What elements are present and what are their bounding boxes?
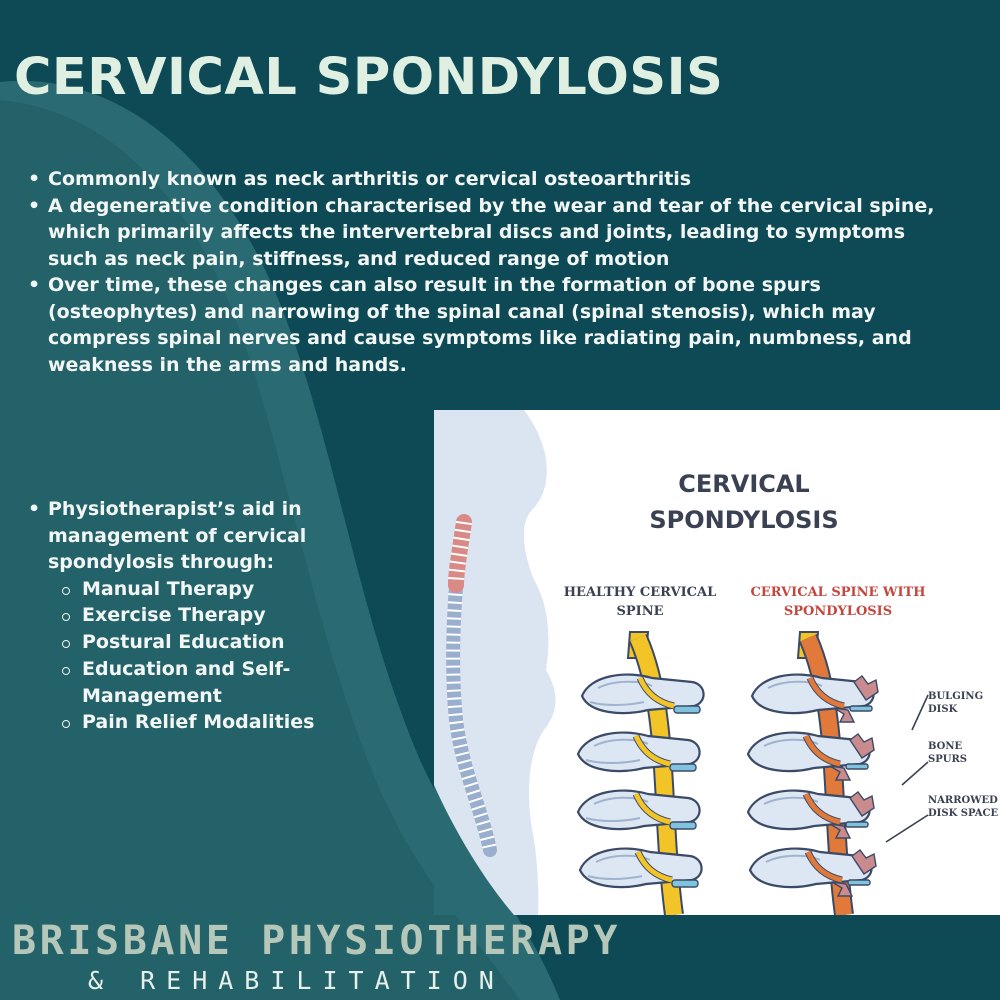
management-intro-text: Physiotherapist’s aid in management of c… (48, 498, 307, 573)
narrowed-label-2: DISK SPACE (928, 808, 998, 819)
management-sublist: Manual Therapy Exercise Therapy Postural… (58, 576, 326, 737)
illustration-title-1: CERVICAL (678, 470, 809, 498)
management-item: Exercise Therapy (58, 602, 326, 629)
bulging-pointer (911, 694, 929, 731)
management-intro: Physiotherapist’s aid in management of c… (26, 496, 326, 736)
list-item: A degenerative condition characterised b… (26, 193, 946, 273)
description-list: Commonly known as neck arthritis or cerv… (26, 166, 946, 378)
list-item: Over time, these changes can also result… (26, 272, 946, 378)
healthy-label-2: SPINE (616, 604, 663, 619)
bone-spurs-label-2: SPURS (928, 754, 967, 765)
management-item: Postural Education (58, 629, 326, 656)
healthy-spine (578, 631, 704, 915)
spine-illustration: CERVICAL SPONDYLOSIS HEALTHY CERVICAL SP… (434, 410, 1000, 915)
healthy-label-1: HEALTHY CERVICAL (564, 585, 716, 600)
narrowed-pointer (885, 814, 929, 843)
bone-spurs-label-1: BONE (928, 741, 962, 752)
illustration-title-2: SPONDYLOSIS (649, 506, 838, 534)
brand-subtitle: & REHABILITATION (88, 966, 505, 995)
list-item: Commonly known as neck arthritis or cerv… (26, 166, 946, 193)
management-list: Physiotherapist’s aid in management of c… (26, 496, 326, 736)
affected-label-2: SPONDYLOSIS (784, 604, 892, 619)
bulging-disk-label-2: DISK (928, 704, 958, 715)
management-item: Pain Relief Modalities (58, 709, 326, 736)
management-item: Manual Therapy (58, 576, 326, 603)
management-item: Education and Self-Management (58, 656, 326, 710)
narrowed-label-1: NARROWED (928, 795, 998, 806)
illustration-curve-overlay (434, 785, 514, 915)
page-title: CERVICAL SPONDYLOSIS (14, 48, 724, 107)
brand-name: BRISBANE PHYSIOTHERAPY (12, 918, 622, 964)
bulging-disk-label-1: BULGING (928, 691, 983, 702)
spondylosis-spine (748, 631, 878, 915)
spurs-pointer (901, 761, 929, 786)
affected-label-1: CERVICAL SPINE WITH (750, 585, 925, 600)
side-spine-icon (446, 514, 497, 857)
